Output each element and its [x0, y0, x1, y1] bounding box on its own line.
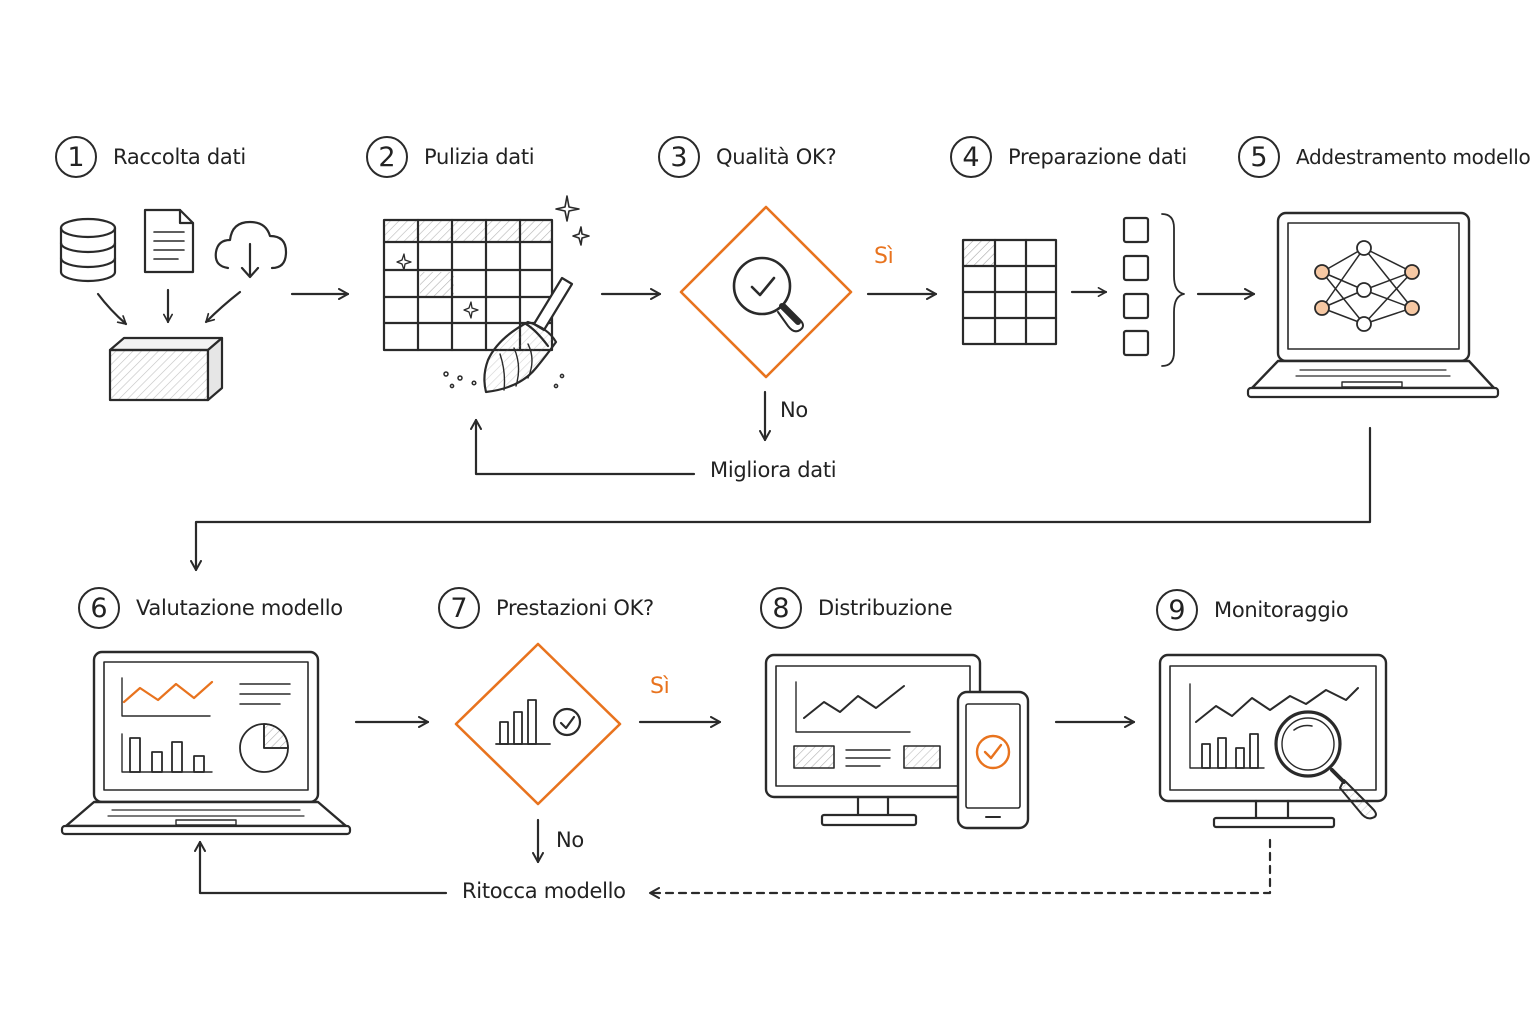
tune-model-label: Ritocca modello: [462, 879, 626, 903]
step-label: Addestramento modello: [1296, 145, 1531, 169]
step-label: Valutazione modello: [136, 596, 343, 620]
step-number: 9: [1156, 589, 1198, 631]
brace-icon: [1161, 213, 1185, 367]
step-number: 8: [760, 587, 802, 629]
storage-box-icon: [108, 336, 224, 402]
improve-data-label: Migliora dati: [710, 458, 837, 482]
step-3-header: 3 Qualità OK?: [658, 136, 837, 178]
laptop-icon: [60, 650, 352, 836]
arrow-5-to-6: [190, 426, 1372, 572]
broom-icon: [443, 276, 574, 394]
arrow-9-feedback-dashed: [648, 838, 1272, 899]
step-4-header: 4 Preparazione dati: [950, 136, 1187, 178]
performance-yes-label: Sì: [650, 674, 670, 699]
data-table-icon: [382, 218, 554, 352]
step-9-header: 9 Monitoraggio: [1156, 589, 1349, 631]
magnifier-check-icon: [732, 256, 804, 333]
cloud-download-icon: [214, 220, 288, 279]
step-label: Raccolta dati: [113, 145, 246, 169]
step-5-header: 5 Addestramento modello: [1238, 136, 1531, 178]
magnifier-icon: [1274, 710, 1377, 820]
step-label: Monitoraggio: [1214, 598, 1349, 622]
step-label: Pulizia dati: [424, 145, 535, 169]
step-number: 6: [78, 587, 120, 629]
step-number: 3: [658, 136, 700, 178]
quality-yes-label: Sì: [874, 244, 894, 269]
performance-no-label: No: [556, 828, 584, 852]
step-number: 1: [55, 136, 97, 178]
smartphone-check-icon: [956, 690, 1030, 830]
bar-chart-check-icon: [495, 699, 582, 745]
step-2-header: 2 Pulizia dati: [366, 136, 535, 178]
data-table-icon: [961, 238, 1058, 346]
step-number: 7: [438, 587, 480, 629]
quality-no-label: No: [780, 398, 808, 422]
arrow-improve-to-2: [470, 418, 696, 476]
laptop-icon: [1246, 211, 1500, 399]
decision-diamond-icon: [679, 205, 853, 379]
sparkle-icon: [396, 195, 590, 319]
monitor-icon: [1158, 653, 1388, 829]
feature-list-icon: [1122, 216, 1150, 357]
step-label: Qualità OK?: [716, 145, 837, 169]
step-1-header: 1 Raccolta dati: [55, 136, 246, 178]
database-icon: [59, 217, 117, 283]
decision-diamond-icon: [454, 642, 622, 806]
dashboard-charts-icon: [121, 677, 291, 773]
neural-network-icon: [1314, 240, 1420, 332]
step-label: Prestazioni OK?: [496, 596, 654, 620]
document-icon: [143, 208, 195, 274]
step-number: 4: [950, 136, 992, 178]
step-7-header: 7 Prestazioni OK?: [438, 587, 654, 629]
arrow-tune-to-6: [194, 840, 448, 895]
step-6-header: 6 Valutazione modello: [78, 587, 343, 629]
step-number: 5: [1238, 136, 1280, 178]
arrow-sources-to-box: [96, 288, 242, 326]
step-label: Preparazione dati: [1008, 145, 1187, 169]
step-number: 2: [366, 136, 408, 178]
step-8-header: 8 Distribuzione: [760, 587, 953, 629]
monitor-icon: [764, 653, 982, 827]
step-label: Distribuzione: [818, 596, 953, 620]
